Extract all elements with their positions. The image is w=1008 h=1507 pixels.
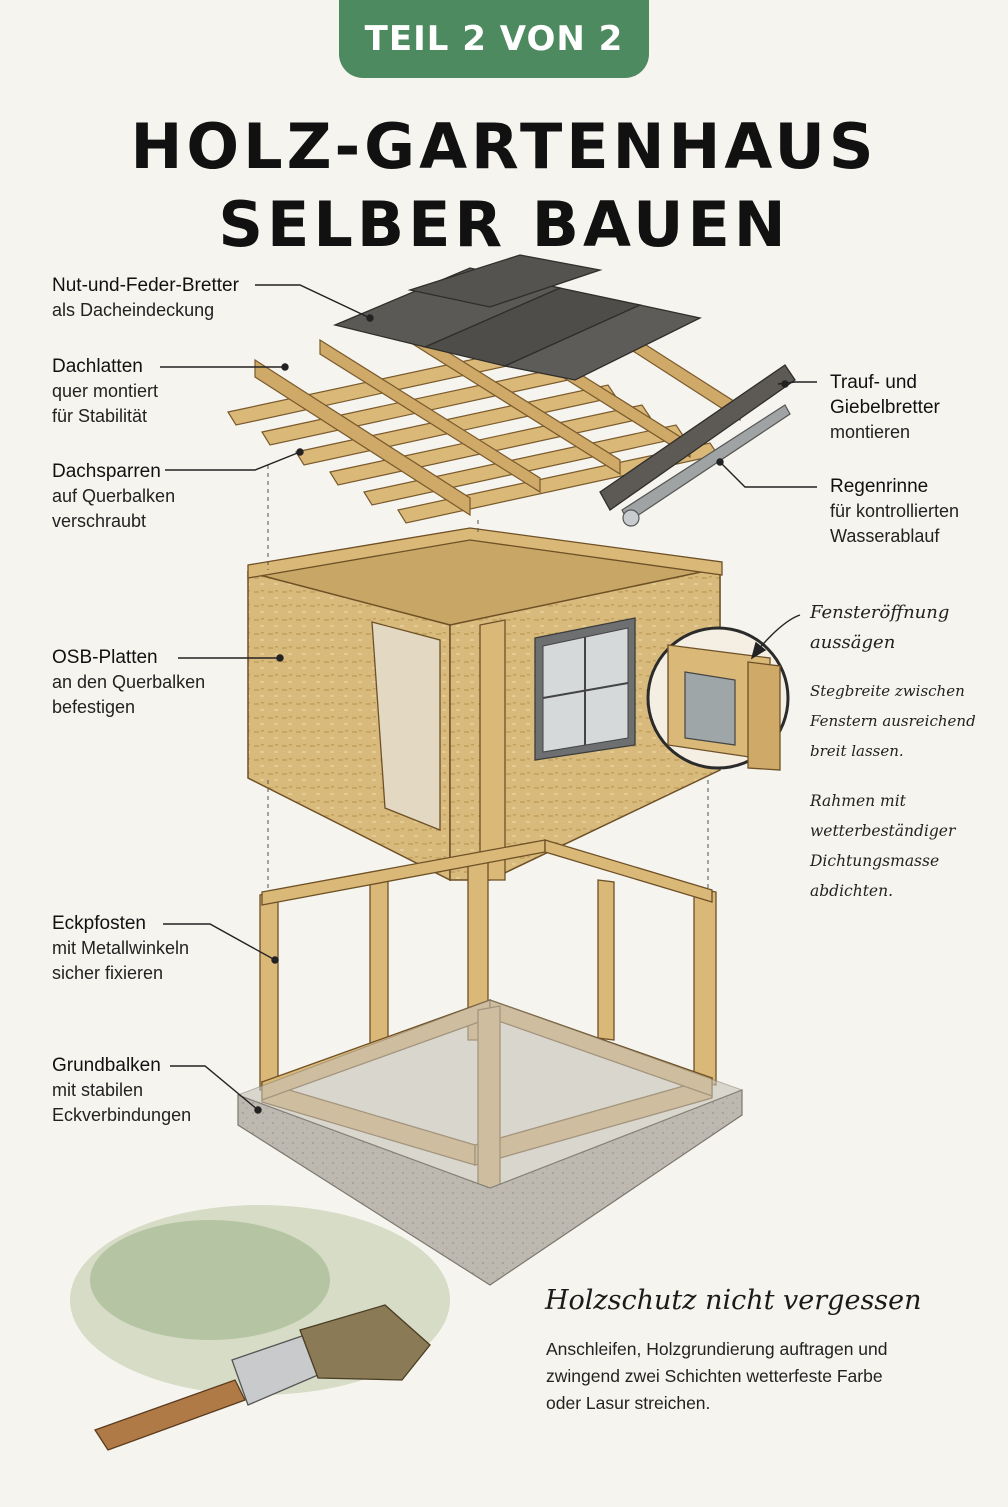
paint-brush-icon <box>70 1205 450 1451</box>
label-osb-platten: OSB-Platten an den Querbalken befestigen <box>52 647 206 717</box>
page-title: HOLZ-GARTENHAUS SELBER BAUEN <box>0 108 1008 264</box>
note-stegbreite: Stegbreite zwischen Fenstern ausreichend… <box>810 682 976 760</box>
window-detail-magnifier <box>646 626 790 771</box>
note-rahmen-abdichten: Rahmen mit wetterbeständiger Dichtungsma… <box>810 792 956 900</box>
title-line-2: SELBER BAUEN <box>218 188 790 261</box>
part-badge: TEIL 2 VON 2 <box>339 0 649 78</box>
wall-assembly <box>247 527 723 882</box>
label-trauf-giebel: Trauf- und Giebelbretter montieren <box>830 372 940 442</box>
wood-protection-title: Holzschutz nicht vergessen <box>545 1285 922 1316</box>
note-fensteroeffnung: Fensteröffnung aussägen <box>810 602 950 653</box>
label-dachlatten: Dachlatten quer montiert für Stabilität <box>52 356 159 426</box>
leader-lines <box>160 284 817 1114</box>
label-regenrinne: Regenrinne für kontrollierten Wasserabla… <box>830 476 960 546</box>
title-line-1: HOLZ-GARTENHAUS <box>130 110 878 183</box>
roof-assembly <box>227 254 796 527</box>
label-grundbalken: Grundbalken mit stabilen Eckverbindungen <box>52 1055 192 1125</box>
label-dachsparren: Dachsparren auf Querbalken verschraubt <box>52 461 176 531</box>
label-eckpfosten: Eckpfosten mit Metallwinkeln sicher fixi… <box>52 913 190 983</box>
label-nut-feder: Nut-und-Feder-Bretter als Dacheindeckung <box>52 275 239 320</box>
wood-protection-text: Anschleifen, Holzgrundierung auftragen u… <box>546 1339 888 1413</box>
guide-lines <box>267 465 709 890</box>
